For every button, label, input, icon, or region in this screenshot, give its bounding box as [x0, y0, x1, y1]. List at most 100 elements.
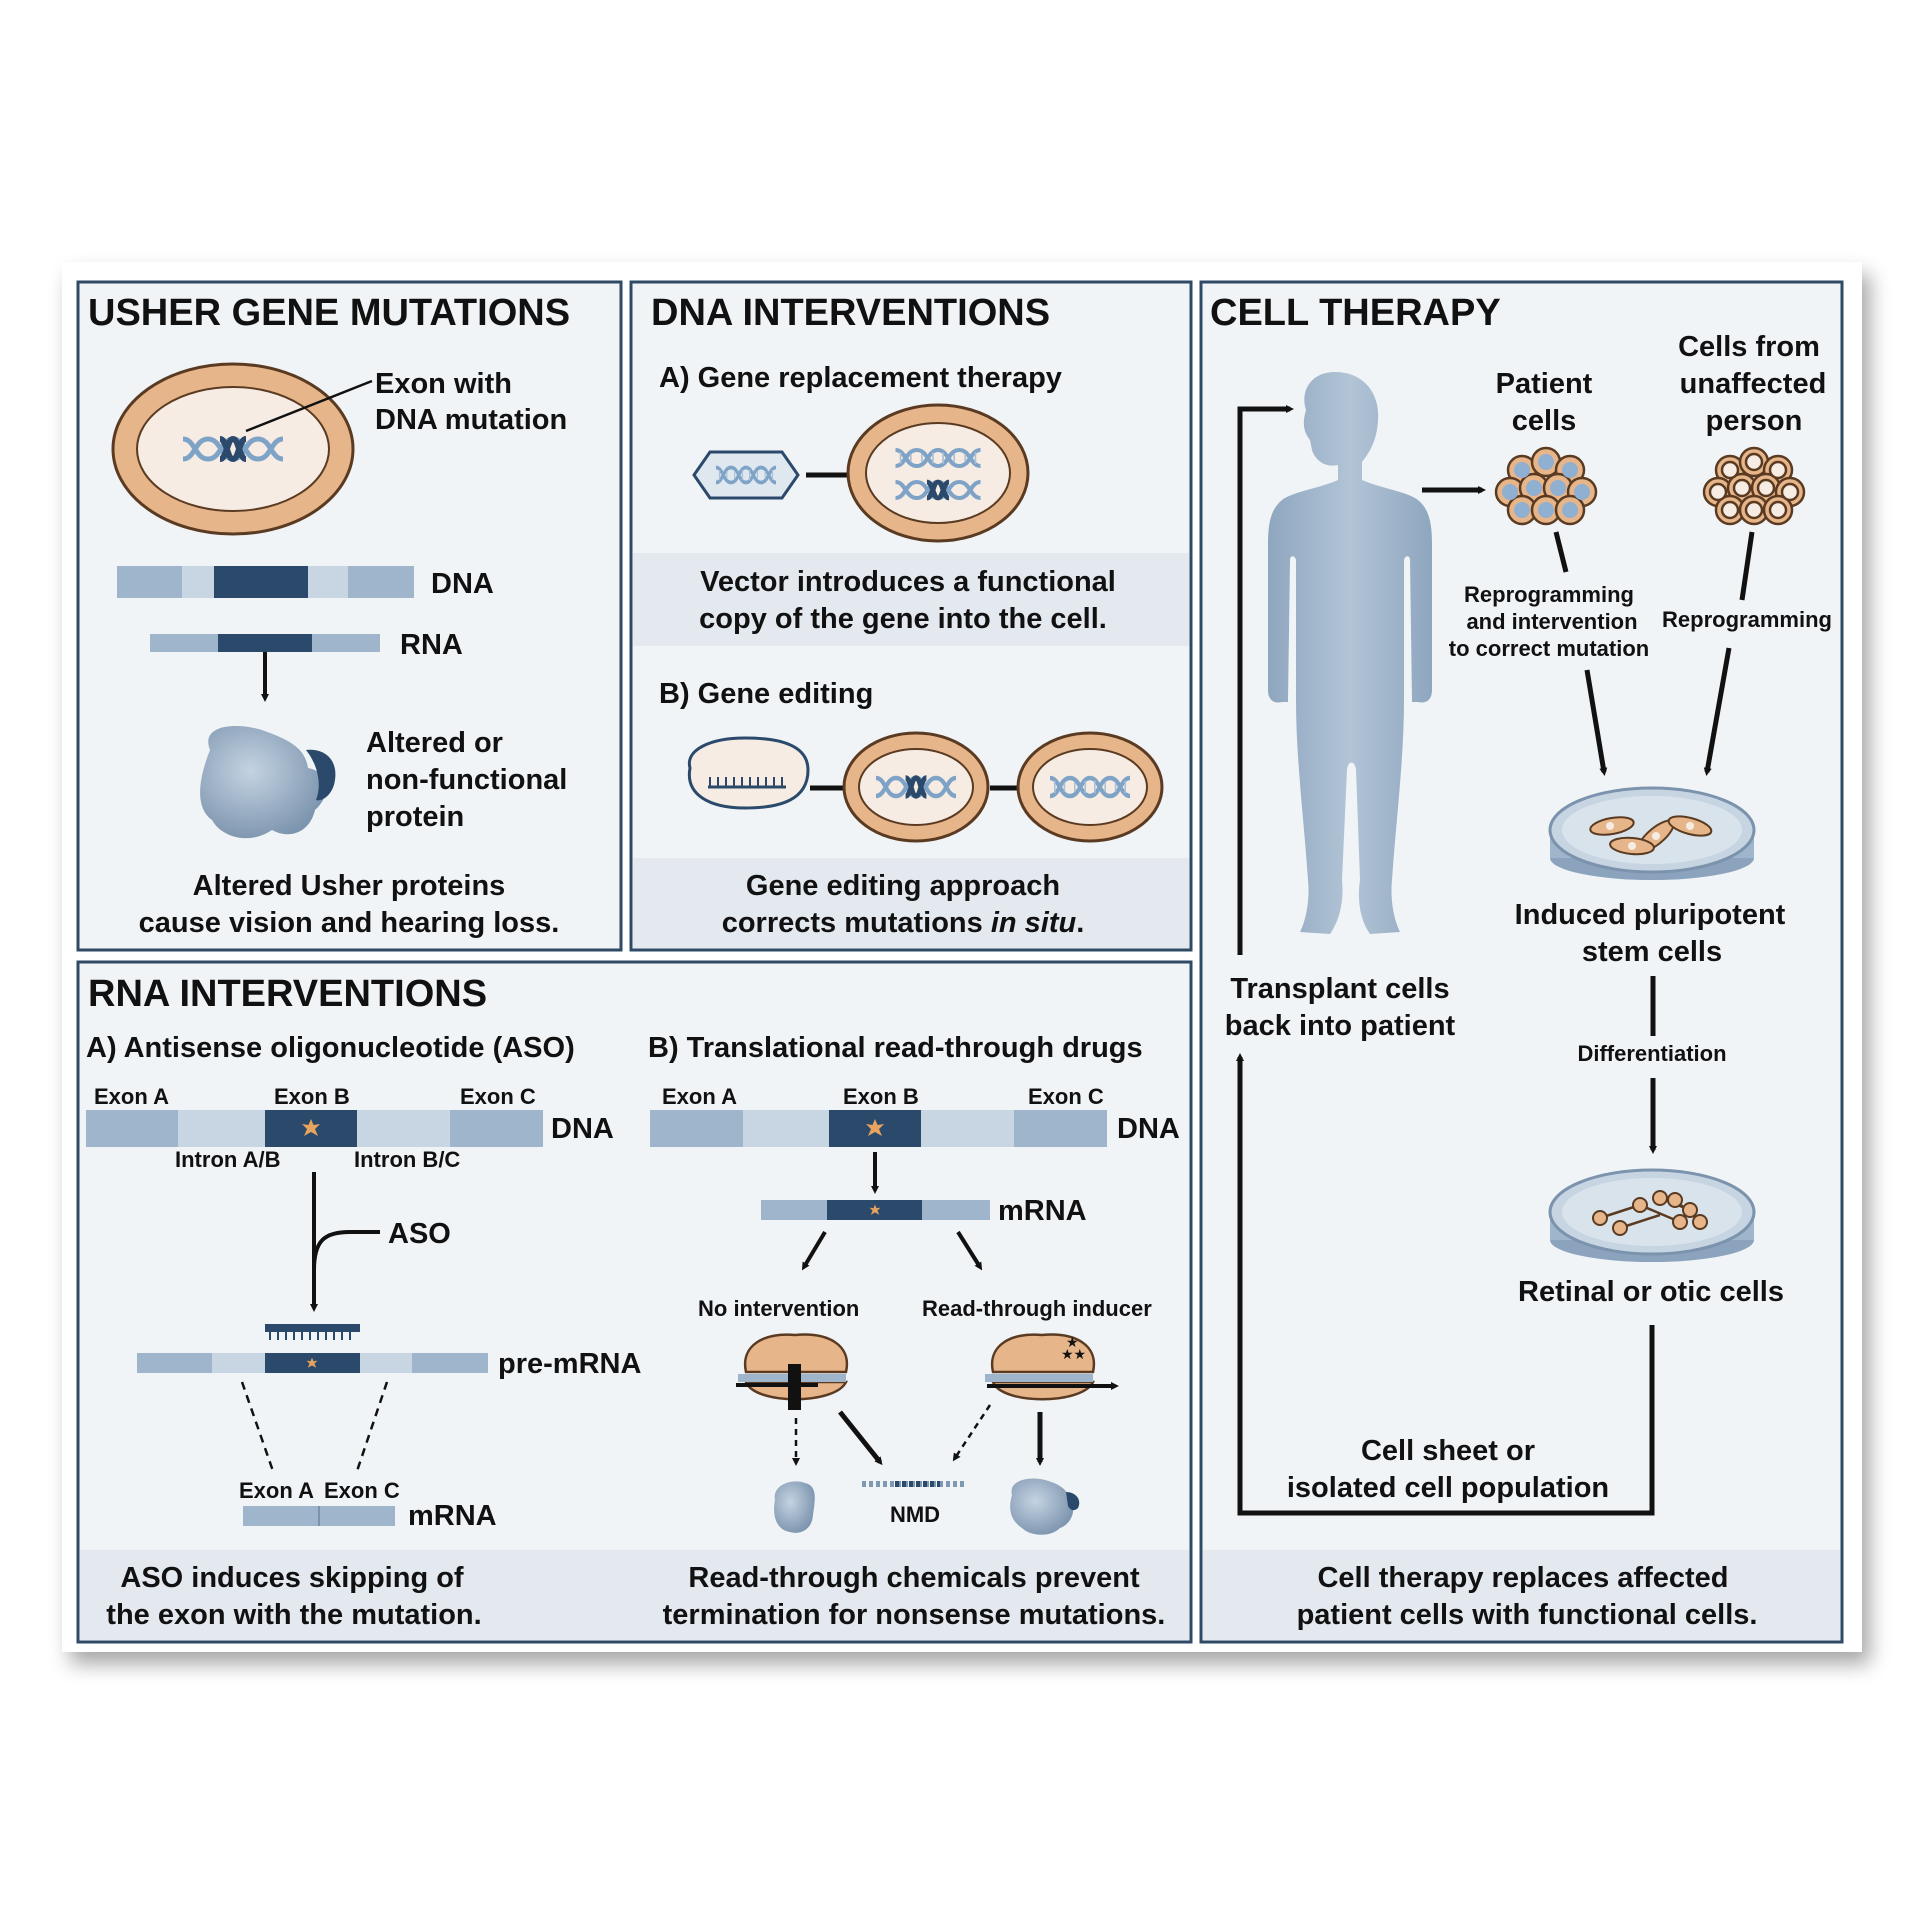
arrow-to-nmd-left — [838, 1410, 883, 1466]
dna-bar — [117, 566, 414, 598]
rt-caption-line1: Read-through chemicals prevent — [688, 1562, 1140, 1594]
readthrough-inducer-label: Read-through inducer — [922, 1296, 1152, 1321]
retinal-otic-label: Retinal or otic cells — [1518, 1276, 1784, 1308]
editing-caption-line1: Gene editing approach — [746, 870, 1060, 902]
dna-label: DNA — [431, 568, 494, 600]
intron-ab-label: Intron A/B — [175, 1147, 281, 1172]
rt-exon-b-label: Exon B — [843, 1084, 919, 1109]
panel-dna-interventions: DNA INTERVENTIONS A) Gene replacement th… — [629, 280, 1193, 952]
aso-exon-c-label: Exon C — [460, 1084, 536, 1109]
rt-exon-a-label: Exon A — [662, 1084, 737, 1109]
nucleus-with-dna-icon — [111, 362, 355, 536]
aso-title: A) Antisense oligonucleotide (ASO) — [86, 1032, 575, 1064]
patient-cells-label-line2: cells — [1512, 405, 1577, 437]
intron-bc-label: Intron B/C — [354, 1147, 460, 1172]
protein-label-line3: protein — [366, 801, 464, 833]
ipsc-label-line2: stem cells — [1582, 936, 1722, 968]
mrna-exon-c-label: Exon C — [324, 1478, 400, 1503]
rt-dna-label: DNA — [1117, 1113, 1180, 1145]
mrna-exon-a-label: Exon A — [239, 1478, 314, 1503]
splice-line-left — [240, 1381, 276, 1475]
rna-label: RNA — [400, 629, 463, 661]
patient-cells-label-line1: Patient — [1496, 368, 1593, 400]
reprog-intervention-line2: and intervention — [1466, 609, 1637, 634]
arrow-patient-to-ipsc — [1584, 669, 1608, 776]
reprog-only-label: Reprogramming — [1662, 607, 1832, 632]
panel-title-dna: DNA INTERVENTIONS — [651, 292, 1050, 334]
editing-caption-line2: corrects mutations in situ. — [722, 907, 1085, 939]
arrow-to-no-intervention — [801, 1230, 827, 1271]
rt-mrna-bar — [761, 1200, 990, 1220]
protein-label-line2: non-functional — [366, 764, 567, 796]
return-loop-line — [1236, 1053, 1655, 1516]
replacement-caption-line2: copy of the gene into the cell. — [699, 603, 1107, 635]
gene-replacement-title: A) Gene replacement therapy — [659, 362, 1062, 394]
human-silhouette-icon — [1268, 372, 1432, 934]
panel-usher-gene-mutations: USHER GENE MUTATIONS Exon with DNA mutat… — [76, 280, 623, 952]
protein-icon — [200, 726, 336, 839]
crispr-icon — [687, 736, 810, 810]
ribosome-icon-readthrough: ★★ ★ — [985, 1333, 1119, 1401]
rt-dna-bar — [650, 1110, 1107, 1147]
cell-caption-line2: patient cells with functional cells. — [1297, 1599, 1758, 1631]
full-protein-icon — [1010, 1478, 1080, 1535]
arrow-transplant-into-patient — [1237, 405, 1294, 955]
splice-line-right — [354, 1381, 389, 1475]
pre-mrna-bar — [137, 1353, 488, 1373]
exon-label-line1: Exon with — [375, 368, 512, 400]
differentiation-label: Differentiation — [1577, 1041, 1726, 1066]
unaffected-label-line2: unaffected — [1680, 368, 1827, 400]
panel-cell-therapy: CELL THERAPY Patient cells Cells from un… — [1199, 280, 1844, 1644]
gene-editing-title: B) Gene editing — [659, 678, 873, 710]
panel-title-rna: RNA INTERVENTIONS — [88, 973, 487, 1015]
pointer-line — [245, 379, 373, 433]
aso-oligo-icon — [265, 1324, 360, 1340]
nucleus-editing-icon — [842, 731, 990, 843]
line-patient-down — [1553, 531, 1569, 573]
reprog-intervention-line3: to correct mutation — [1449, 636, 1649, 661]
ipsc-label-line1: Induced pluripotent — [1515, 899, 1786, 931]
patient-cell-cluster-icon — [1494, 446, 1598, 526]
aso-exon-b-label: Exon B — [274, 1084, 350, 1109]
aso-label: ASO — [388, 1218, 451, 1250]
no-intervention-label: No intervention — [698, 1296, 859, 1321]
usher-caption-line2: cause vision and hearing loss. — [139, 907, 560, 939]
aso-mrna-label: mRNA — [408, 1500, 497, 1532]
unaffected-label-line1: Cells from — [1678, 331, 1820, 363]
nmd-label: NMD — [890, 1502, 940, 1527]
nucleus-corrected-icon — [1016, 731, 1164, 843]
rna-bar — [150, 634, 380, 652]
rt-mrna-label: mRNA — [998, 1195, 1087, 1227]
aso-mrna-bar — [243, 1506, 395, 1526]
panel-title-cell: CELL THERAPY — [1210, 292, 1501, 334]
readthrough-title: B) Translational read-through drugs — [648, 1032, 1143, 1064]
panel-rna-interventions: RNA INTERVENTIONS A) Antisense oligonucl… — [76, 960, 1193, 1644]
replacement-caption-line1: Vector introduces a functional — [700, 566, 1116, 598]
nucleus-replacement-icon — [846, 403, 1030, 543]
transplant-label-line1: Transplant cells — [1230, 973, 1449, 1005]
retinal-petri-dish-icon — [1548, 1168, 1756, 1262]
transplant-label-line2: back into patient — [1225, 1010, 1456, 1042]
svg-text:★: ★ — [1066, 1334, 1079, 1350]
pre-mrna-label: pre-mRNA — [498, 1348, 641, 1380]
unaffected-cell-cluster-icon — [1702, 446, 1806, 526]
cell-sheet-label-line2: isolated cell population — [1287, 1472, 1609, 1504]
ribosome-icon-stalled — [736, 1333, 849, 1410]
rt-exon-c-label: Exon C — [1028, 1084, 1104, 1109]
arrow-to-readthrough — [956, 1230, 983, 1271]
line-unaffected-down — [1739, 531, 1755, 601]
aso-dna-bar — [86, 1110, 543, 1147]
aso-exon-a-label: Exon A — [94, 1084, 169, 1109]
aso-caption-line2: the exon with the mutation. — [106, 1599, 481, 1631]
cell-sheet-label-line1: Cell sheet or — [1361, 1435, 1535, 1467]
usher-caption-line1: Altered Usher proteins — [193, 870, 506, 902]
aso-dna-label: DNA — [551, 1113, 614, 1145]
aso-branch-line — [312, 1230, 380, 1271]
drug-stars-icon: ★★ — [1061, 1346, 1086, 1362]
exon-label-line2: DNA mutation — [375, 404, 567, 436]
truncated-protein-icon — [774, 1481, 815, 1533]
reprog-intervention-line1: Reprogramming — [1464, 582, 1634, 607]
protein-label-line1: Altered or — [366, 727, 503, 759]
aso-caption-line1: ASO induces skipping of — [120, 1562, 464, 1594]
